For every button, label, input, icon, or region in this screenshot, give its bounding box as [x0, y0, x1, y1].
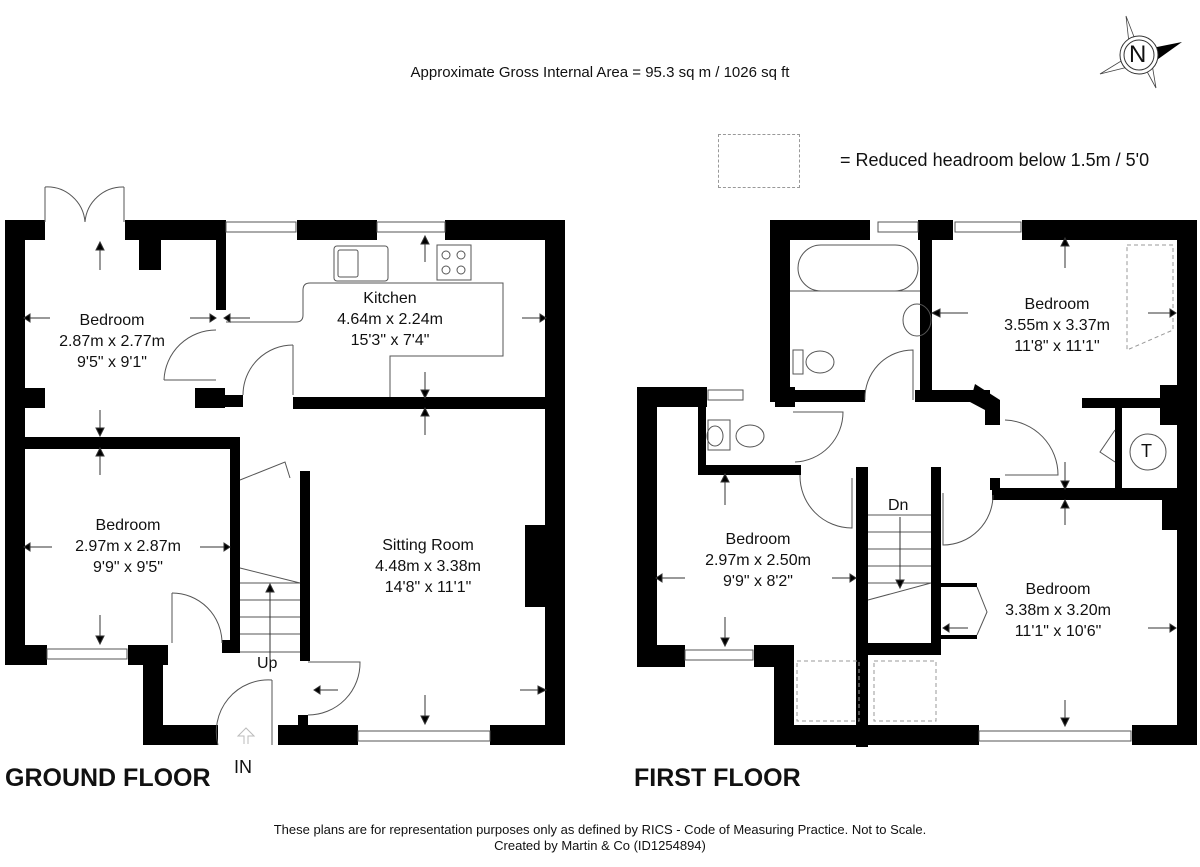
- room-imperial: 11'8" x 11'1": [1014, 338, 1100, 355]
- stairs-up-label: Up: [257, 655, 278, 672]
- room-imperial: 9'9" x 9'5": [93, 559, 163, 576]
- room-bedroom-ground-2: Bedroom 2.97m x 2.87m 9'9" x 9'5": [75, 515, 181, 578]
- credit: Created by Martin & Co (ID1254894): [494, 838, 706, 853]
- room-metric: 2.87m x 2.77m: [59, 333, 165, 350]
- room-metric: 3.38m x 3.20m: [1005, 602, 1111, 619]
- room-metric: 4.48m x 3.38m: [375, 558, 481, 575]
- room-name: Bedroom: [1024, 296, 1090, 313]
- ground-floor-title: GROUND FLOOR: [5, 764, 211, 792]
- reduced-headroom-legend: = Reduced headroom below 1.5m / 5'0: [840, 150, 1150, 170]
- room-imperial: 9'9" x 8'2": [723, 573, 793, 590]
- room-metric: 2.97m x 2.87m: [75, 538, 181, 555]
- room-metric: 2.97m x 2.50m: [705, 552, 811, 569]
- compass-north-label: N: [1129, 41, 1147, 68]
- room-name: Bedroom: [79, 312, 145, 329]
- entrance-label: IN: [234, 757, 252, 777]
- room-name: Kitchen: [363, 290, 417, 307]
- room-bedroom-first-2: Bedroom 2.97m x 2.50m 9'9" x 8'2": [705, 529, 811, 592]
- room-imperial: 14'8" x 11'1": [384, 579, 472, 596]
- room-bedroom-first-3: Bedroom 3.38m x 3.20m 11'1" x 10'6": [1005, 579, 1111, 642]
- stairs-down-label: Dn: [888, 497, 909, 514]
- room-sitting-room: Sitting Room 4.48m x 3.38m 14'8" x 11'1": [375, 535, 481, 598]
- room-imperial: 11'1" x 10'6": [1014, 623, 1102, 640]
- room-name: Bedroom: [95, 517, 161, 534]
- room-name: Bedroom: [725, 531, 791, 548]
- gross-internal-area: Approximate Gross Internal Area = 95.3 s…: [410, 64, 790, 81]
- reduced-headroom-legend-swatch: [718, 134, 800, 188]
- room-name: Bedroom: [1025, 581, 1091, 598]
- room-imperial: 9'5" x 9'1": [77, 354, 147, 371]
- tank-cupboard-label: T: [1141, 441, 1152, 461]
- first-floor-title: FIRST FLOOR: [634, 764, 801, 792]
- room-bedroom-first-1: Bedroom 3.55m x 3.37m 11'8" x 11'1": [1004, 294, 1110, 357]
- disclaimer: These plans are for representation purpo…: [273, 822, 927, 837]
- room-metric: 3.55m x 3.37m: [1004, 317, 1110, 334]
- room-kitchen: Kitchen 4.64m x 2.24m 15'3" x 7'4": [337, 288, 443, 351]
- room-name: Sitting Room: [382, 537, 474, 554]
- room-bedroom-ground-1: Bedroom 2.87m x 2.77m 9'5" x 9'1": [59, 310, 165, 373]
- compass-icon: N: [1096, 14, 1192, 92]
- room-metric: 4.64m x 2.24m: [337, 311, 443, 328]
- room-imperial: 15'3" x 7'4": [350, 332, 430, 349]
